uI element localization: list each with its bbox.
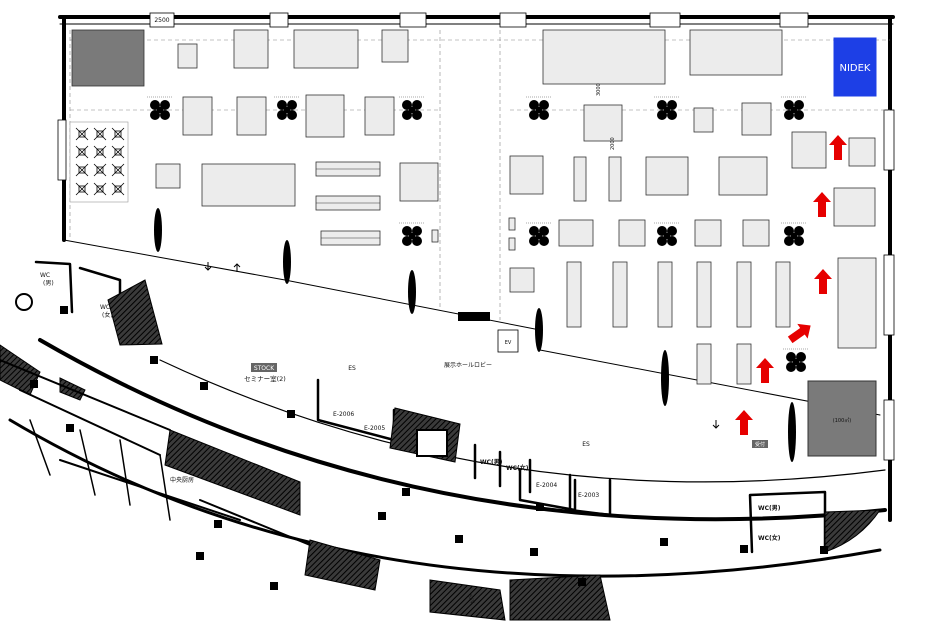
room-e2003-label: E-2003 bbox=[578, 492, 599, 499]
dimension-2500-label: 2500 bbox=[154, 17, 169, 24]
area-100-label: (100㎡) bbox=[833, 417, 851, 424]
table-seating-area bbox=[69, 121, 129, 203]
wc-left-2-sub: (女) bbox=[102, 311, 113, 319]
wc-block-right: WC(男) WC(女) bbox=[748, 490, 881, 554]
central-kitchen-label: 中央厨房 bbox=[170, 476, 194, 484]
room-e2006-label: E-2006 bbox=[333, 411, 354, 418]
sev-label: SEV bbox=[466, 594, 475, 606]
wc-men-label-2: WC(男) bbox=[758, 504, 781, 512]
oval-pillars bbox=[154, 208, 796, 462]
nidek-booth: NIDEK bbox=[833, 37, 877, 97]
lobby-label: 展示ホールロビー bbox=[444, 361, 492, 369]
booth-blocks bbox=[155, 29, 877, 385]
dimension-3000-label: 3000 bbox=[596, 83, 602, 96]
seminar-room-label: セミナー室(2) bbox=[244, 374, 286, 383]
hall-walls bbox=[8, 12, 895, 578]
area-100-sqm: (100㎡) bbox=[807, 380, 877, 457]
meeting-rooms: E-2006 E-2005 E-2004 E-2003 WC(男) WC(女) bbox=[316, 378, 612, 517]
room-e2004-label: E-2004 bbox=[536, 482, 557, 489]
nidek-label: NIDEK bbox=[839, 63, 870, 74]
stock-badge: STOCK bbox=[254, 365, 275, 372]
ev-label: EV bbox=[505, 340, 512, 346]
wc-men-label-1: WC(男) bbox=[480, 458, 503, 466]
door-direction-arrows bbox=[204, 262, 720, 429]
wc-block-left: WC (男) WC (女) bbox=[15, 260, 163, 346]
escalator-label-1: ES bbox=[348, 365, 356, 372]
room-e2005-label: E-2005 bbox=[364, 425, 385, 432]
escalator-label-2: ES bbox=[582, 441, 590, 448]
kitchen-zone: 中央厨房 SEV bbox=[0, 306, 828, 621]
wc-women-label-2: WC(女) bbox=[758, 534, 781, 542]
wc-women-label-1: WC(女) bbox=[506, 464, 529, 472]
wc-left-1-label: WC bbox=[40, 272, 50, 279]
wc-left-1-sub: (男) bbox=[43, 280, 54, 287]
dimension-2000-label: 2000 bbox=[610, 137, 616, 150]
reception-label: 受付 bbox=[755, 441, 765, 448]
dark-booth-topleft bbox=[71, 29, 145, 87]
wc-left-2-label: WC bbox=[100, 304, 110, 311]
